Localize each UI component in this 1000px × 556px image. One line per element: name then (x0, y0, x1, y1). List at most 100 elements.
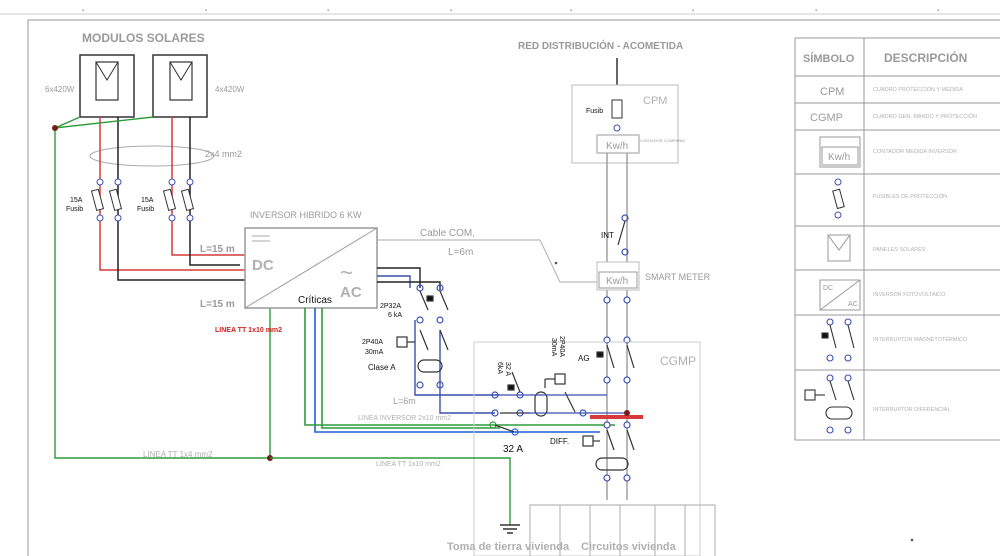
legend-fuse-icon (832, 178, 845, 219)
b40-b: 30mA (550, 338, 557, 357)
inverter-ac: AC (340, 284, 362, 301)
legend-panel-icon (827, 234, 851, 262)
inverter-title: INVERSOR HIBRIDO 6 KW (250, 210, 362, 220)
cable-com-length: L=6m (448, 247, 473, 258)
red-marker-node (624, 410, 630, 416)
linea-tt-small: LINEA TT 1x10 mm2 (376, 461, 441, 468)
legend-row-cpm-symbol: CPM (820, 86, 844, 98)
panel-right-count: 4x420W (215, 85, 245, 94)
svg-text:▪: ▪ (82, 8, 84, 14)
dc-wiring (99, 117, 245, 281)
linea-tt-red: LINEA TT 1x10 mm2 (215, 327, 282, 334)
diff-2p40 (396, 329, 449, 389)
main-feed (606, 153, 628, 500)
cpm-label: CPM (643, 95, 667, 107)
legend-row-breaker-desc: INTERRUPTOR MAGNETOTÉRMICO (873, 336, 968, 343)
legend-row-diff-desc: INTERRUPTOR DIFERENCIAL (873, 407, 951, 413)
cpm-kwh: Kw/h (606, 141, 628, 152)
diff-ma: 30mA (365, 349, 384, 356)
solar-panel-left (79, 54, 135, 118)
cpm-contador: CONTADOR COMPAÑIA (640, 138, 685, 143)
linea-inversor: LINEA INVERSOR 2x10 mm2 (358, 415, 451, 422)
grid-title: RED DISTRIBUCIÓN - ACOMETIDA (518, 39, 683, 52)
ag-breaker (596, 344, 635, 369)
cpm-fusib: Fusib (586, 108, 603, 115)
legend-row-fuse-desc: FUSIBLES DE PROTECCIÓN (873, 193, 947, 200)
legend-header-desc: DESCRIPCIÓN (884, 50, 967, 65)
dot-mark (554, 261, 558, 265)
cgmp-label: CGMP (660, 354, 696, 368)
inverter-ac-wiring (377, 267, 500, 414)
smart-meter-label: SMART METER (645, 272, 711, 282)
cgmp-breaker-32 (491, 371, 530, 417)
fuses-left (90, 178, 123, 222)
inverter-box (244, 227, 378, 309)
criticas-label: Críticas (298, 295, 332, 306)
frame (0, 13, 1000, 556)
svg-text:▪: ▪ (570, 8, 572, 14)
legend-row-cgmp-symbol: CGMP (810, 112, 843, 124)
ground-icon (500, 524, 520, 534)
svg-text:▪: ▪ (450, 8, 452, 14)
panel-left-count: 6x420W (45, 85, 75, 94)
cable-spec: 2x4 mm2 (205, 149, 242, 159)
diff-device (582, 429, 635, 471)
legend-diff-icon (804, 374, 855, 434)
breaker-2p32 (416, 284, 449, 324)
svg-text:▪: ▪ (815, 8, 817, 14)
cable-com-label: Cable COM, (420, 228, 475, 239)
house-circuits (529, 504, 716, 556)
breaker-label: 2P32A (380, 303, 401, 310)
cgmp-diff (534, 373, 587, 417)
clase-label: Clase A (368, 363, 396, 372)
switch-32a (489, 421, 519, 436)
legend-breaker-icon (821, 318, 855, 362)
inverter-dc: DC (252, 257, 274, 274)
fuse2-label: Fusib (137, 206, 154, 213)
cable-bundle (89, 145, 215, 167)
diff-device-label: DIFF. (550, 437, 569, 446)
svg-text:▪: ▪ (692, 8, 694, 14)
smart-kwh: Kw/h (606, 276, 628, 287)
frame-ticks: ▪▪▪ ▪▪▪ ▪▪ (82, 8, 939, 14)
earth-wiring-panels (54, 116, 271, 459)
svg-text:▪: ▪ (327, 8, 329, 14)
legend-inverter-icon (819, 279, 861, 311)
legend-row-kwh-symbol: Kw/h (828, 152, 850, 163)
linea-tt-green: LINEA TT 1x4 mm2 (143, 450, 213, 459)
earth-node (52, 125, 58, 131)
dot-mark-2 (910, 538, 914, 542)
int-switch (617, 214, 629, 256)
b32-a: 32 A (504, 362, 511, 376)
legend-kwh-icon (819, 136, 861, 168)
b40-a: 2P40A (558, 336, 565, 357)
b32-b: 6kA (496, 362, 503, 374)
fuse1-rating: 15A (70, 197, 83, 204)
legend-row-kwh-desc: CONTADOR MEDIDA INVERSOR (873, 149, 957, 155)
smart-meter (596, 261, 640, 291)
legend-row-cpm-desc: CUADRO PROTECCIÓN Y MEDIDA (873, 86, 963, 93)
legend-row-cgmp-desc: CUADRO GEN. MANDO Y PROTECCIÓN (873, 113, 977, 120)
fuse1-label: Fusib (66, 206, 83, 213)
diff-label: 2P40A (362, 339, 383, 346)
a32-label: 32 A (503, 444, 523, 455)
cgmp-box (473, 341, 701, 556)
fuse2-rating: 15A (141, 197, 154, 204)
solar-panel-right (152, 54, 208, 118)
fuses-right (162, 178, 195, 222)
legend-row-inverter-desc: INVERSOR FOTOVOLTAICO (873, 292, 946, 298)
len-top: L=15 m (200, 244, 235, 255)
legend-inverter-dc: DC (823, 285, 833, 292)
cable-com-line (377, 239, 597, 283)
circuits-label: Circuitos vivienda (581, 541, 677, 553)
feed-nodes (603, 296, 631, 482)
legend-table (794, 37, 1000, 441)
cpm-box (571, 84, 679, 164)
inverter-ac-symbol: ~ (340, 260, 353, 285)
panels-title: MODULOS SOLARES (82, 31, 205, 45)
int-label: INT (601, 231, 614, 240)
earth-label: Toma de tierra vivienda (447, 541, 570, 553)
legend-row-panel-desc: PANELES SOLARES (873, 247, 926, 253)
